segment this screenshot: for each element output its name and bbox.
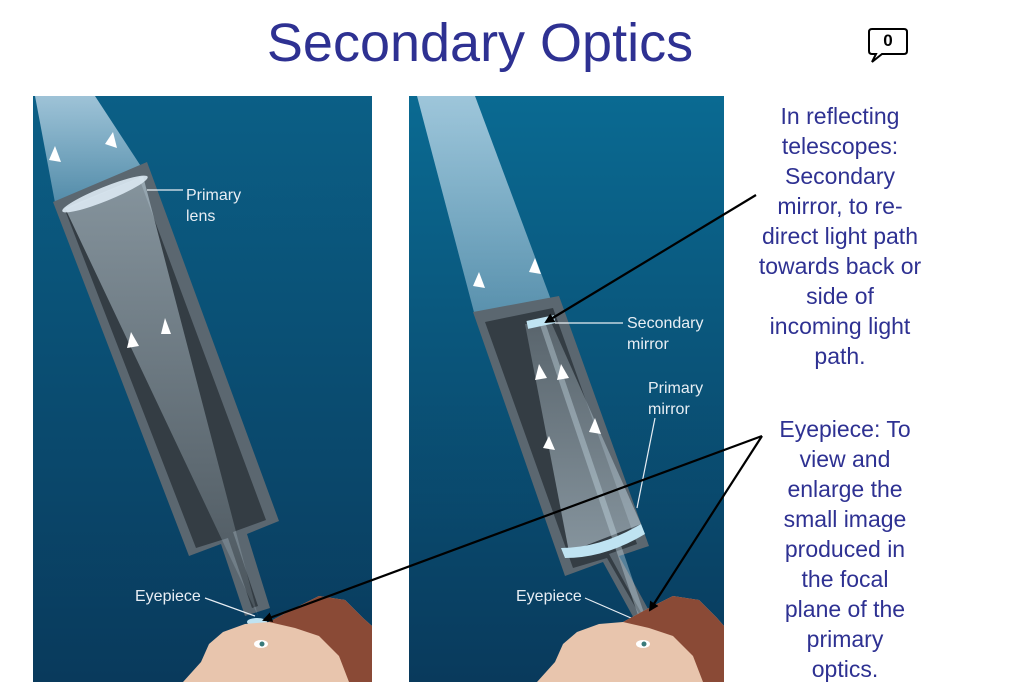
primary-mirror-label: Primary mirror — [648, 380, 704, 418]
page-title: Secondary Optics — [266, 13, 694, 73]
comment-bubble-icon[interactable] — [868, 27, 908, 63]
secondary-mirror-caption: In reflecting telescopes: Secondary mirr… — [758, 103, 922, 369]
comment-count: 0 — [883, 31, 893, 50]
primary-mirror — [561, 524, 645, 558]
reflector-diagram — [409, 96, 724, 682]
eyepiece-pointer-left — [262, 434, 763, 622]
eyepiece-label-right: Eyepiece — [516, 588, 582, 605]
eyepiece-caption: Eyepiece: To view and enlarge the small … — [779, 416, 911, 682]
eyepiece-pointer-right — [648, 435, 763, 612]
primary-lens — [62, 175, 148, 213]
refractor-diagram — [33, 96, 372, 682]
secondary-mirror-pointer — [544, 194, 757, 324]
primary-lens-label: Primary lens — [186, 187, 242, 225]
eyepiece-label-left: Eyepiece — [135, 588, 201, 605]
secondary-mirror-label: Secondary mirror — [627, 315, 704, 353]
